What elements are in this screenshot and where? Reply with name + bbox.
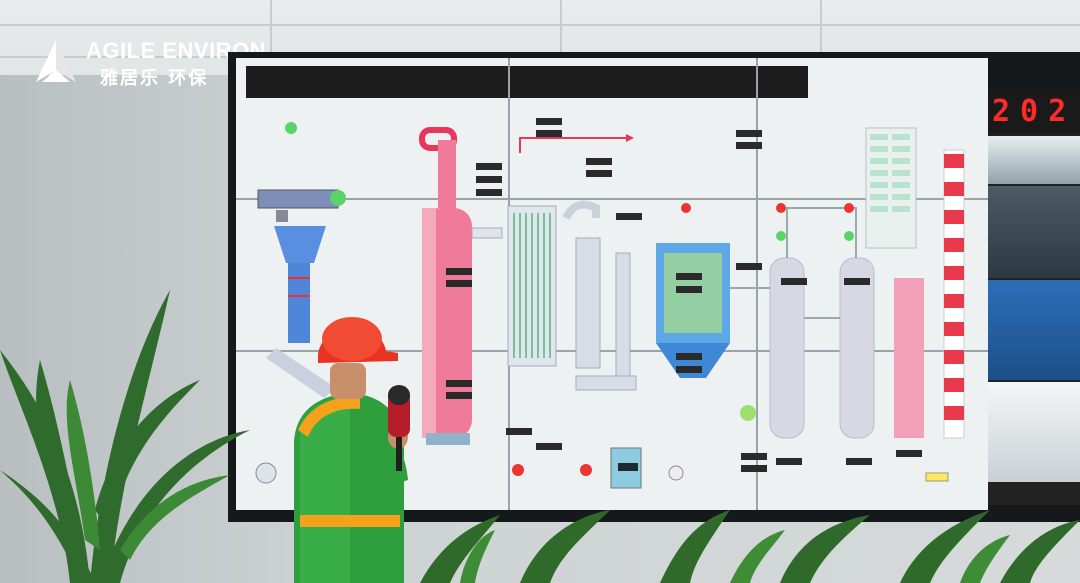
camera-feed-4	[988, 382, 1080, 482]
logo-mark-icon	[36, 40, 76, 82]
camera-feed-2	[988, 186, 1080, 278]
foreground-plants	[420, 510, 1080, 583]
company-logo: AGILE ENVIRON 雅居乐 环保	[30, 36, 310, 92]
title-bar	[246, 66, 808, 98]
camera-panel: 202	[988, 90, 1080, 505]
camera-feed-1	[988, 136, 1080, 184]
potted-plant	[0, 290, 250, 583]
logo-text-cn: 雅居乐 环保	[100, 68, 209, 89]
presenter	[294, 317, 410, 583]
led-ticker: 202	[988, 90, 1080, 134]
camera-feed-3	[988, 280, 1080, 380]
scada-display	[236, 58, 988, 510]
process-diagram	[255, 118, 965, 489]
